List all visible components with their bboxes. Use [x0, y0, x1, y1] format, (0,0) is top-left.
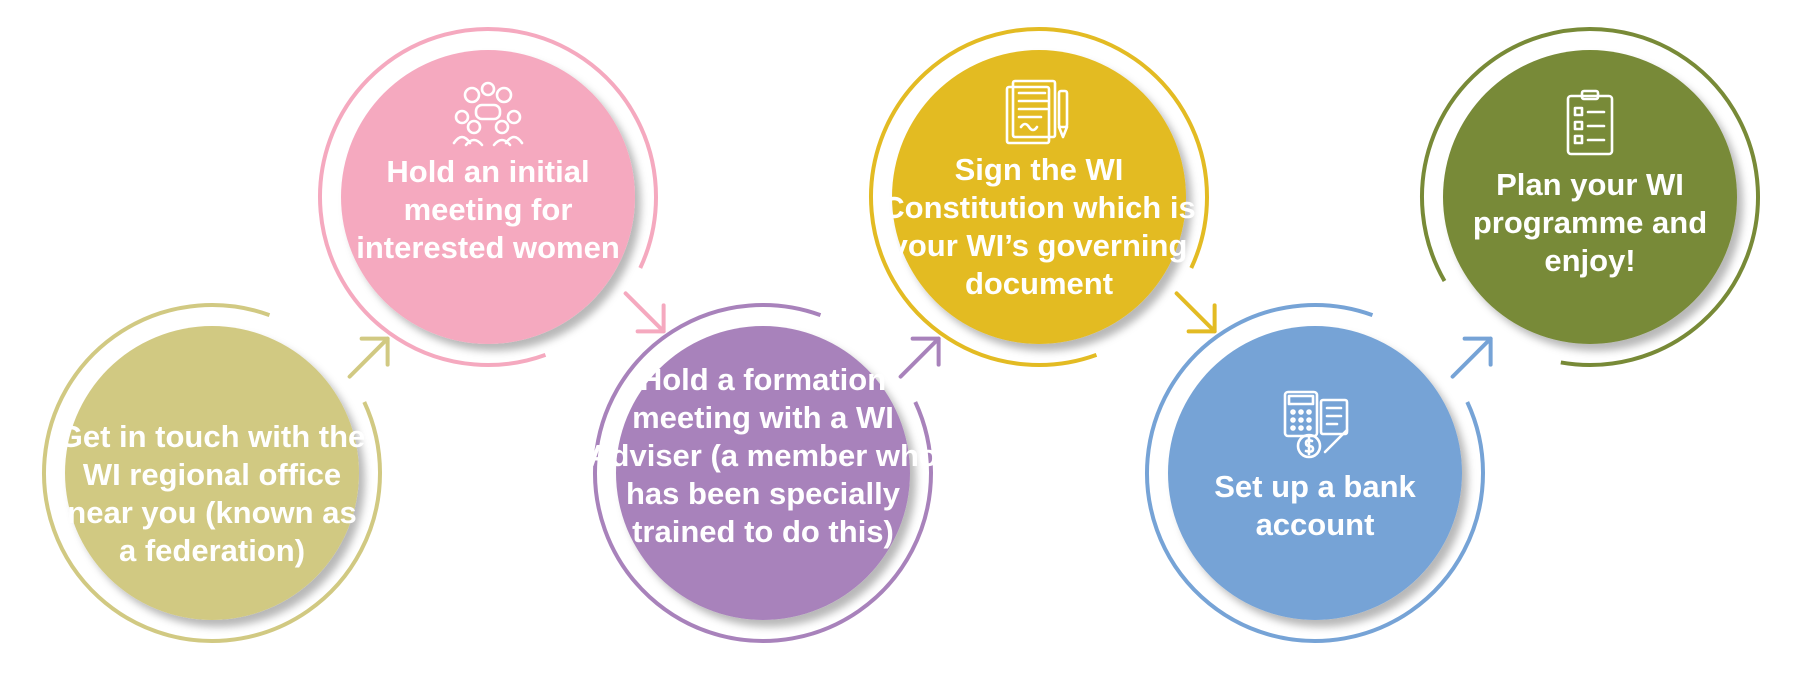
- step-2-circle: [341, 50, 635, 344]
- step-6-line-2: programme and: [1473, 205, 1707, 240]
- step-1-ring: [42, 303, 382, 643]
- step-2-arrow: [623, 291, 666, 334]
- step-5-line-1: Set up a bank: [1214, 469, 1416, 504]
- step-4-arrow: [1174, 291, 1217, 334]
- step-6-circle: [1443, 50, 1737, 344]
- step-6-ring: [1420, 27, 1760, 367]
- calculator-finance-icon: [1283, 390, 1349, 459]
- step-3-line-5: trained to do this): [632, 514, 894, 549]
- step-3-line-1: Hold a formation: [640, 362, 886, 397]
- step-3-line-4: has been specially: [626, 476, 901, 511]
- step-5-arrow: [1450, 336, 1493, 379]
- step-4-line-3: your WI’s governing: [891, 228, 1188, 263]
- step-2-ring: [318, 27, 658, 367]
- step-5-line-2: account: [1256, 507, 1375, 542]
- step-4-line-1: Sign the WI: [955, 152, 1124, 187]
- step-4-line-4: document: [965, 266, 1113, 301]
- step-3-line-3: Adviser (a member who: [588, 438, 938, 473]
- step-4-ring: [869, 27, 1209, 367]
- step-4-line-2: Constitution which is: [882, 190, 1195, 225]
- step-1-line-2: WI regional office: [83, 457, 341, 492]
- step-2-line-3: interested women: [356, 230, 620, 265]
- step-2-line-1: Hold an initial: [386, 154, 589, 189]
- step-6-line-1: Plan your WI: [1496, 167, 1684, 202]
- step-3-ring: [593, 303, 933, 643]
- step-3-arrow: [898, 336, 941, 379]
- step-1-line-4: a federation): [119, 533, 305, 568]
- checklist-icon: [1566, 89, 1614, 156]
- step-1-line-3: near you (known as: [67, 495, 356, 530]
- group-meeting-icon: [452, 81, 524, 147]
- step-1-circle: [65, 326, 359, 620]
- step-1-line-1: Get in touch with the: [59, 419, 366, 454]
- step-5-circle: [1168, 326, 1462, 620]
- step-6-line-3: enjoy!: [1544, 243, 1635, 278]
- step-4-circle: [892, 50, 1186, 344]
- step-1-arrow: [347, 336, 390, 379]
- document-signing-icon: [1005, 79, 1069, 145]
- step-2-line-2: meeting for: [404, 192, 573, 227]
- step-5-ring: [1145, 303, 1485, 643]
- step-3-line-2: meeting with a WI: [632, 400, 894, 435]
- step-3-circle: [616, 326, 910, 620]
